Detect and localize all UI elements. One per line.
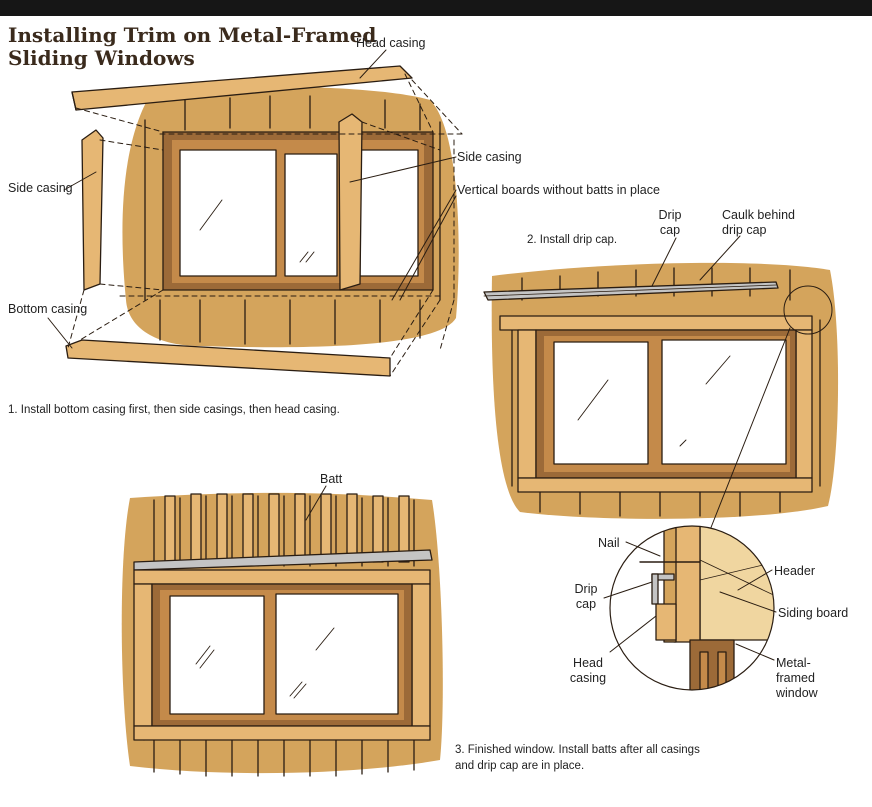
figure-1-exploded-view <box>47 49 463 377</box>
label-caulk: Caulk behind drip cap <box>722 208 795 238</box>
figure-1-glass-right <box>359 149 419 277</box>
figure-3-bottom-casing <box>133 725 431 741</box>
step-3-caption: 3. Finished window. Install batts after … <box>455 742 700 774</box>
label-head-casing-detail-line-1: Head <box>573 656 603 670</box>
label-head-casing: Head casing <box>356 36 426 50</box>
label-head-casing-detail-line-2: casing <box>569 671 607 685</box>
title-line-1: Installing Trim on Metal-Framed <box>8 23 377 47</box>
label-drip-cap-top: Drip cap <box>650 208 690 238</box>
figure-1-side-casing-right <box>338 113 363 291</box>
step-2-caption: 2. Install drip cap. <box>527 234 618 246</box>
figure-2-drip-cap <box>483 235 839 531</box>
figure-1-glass-left <box>179 149 277 277</box>
figure-3-drip-cap <box>133 549 433 571</box>
figure-3-side-casing-right <box>411 583 431 727</box>
figure-3-finished-window <box>121 485 443 777</box>
label-header: Header <box>774 564 815 578</box>
label-batt: Batt <box>320 472 343 486</box>
step-1-caption: 1. Install bottom casing first, then sid… <box>8 404 340 416</box>
label-side-casing-left: Side casing <box>8 181 73 195</box>
label-drip-cap-top-line-1: Drip <box>658 208 682 222</box>
label-siding-board: Siding board <box>778 606 849 620</box>
figure-1-siding-boards <box>144 95 441 345</box>
figure-3-head-casing <box>133 569 431 585</box>
figure-1-glass-middle <box>284 153 338 277</box>
figure-1-guide-lines <box>67 73 463 377</box>
label-head-casing-detail: Head casing <box>564 656 612 686</box>
figure-2-side-casing-left <box>517 329 537 479</box>
figure-3-batts <box>164 493 410 563</box>
figure-2-drip-cap-metal <box>483 281 779 301</box>
figure-1-bottom-casing <box>65 339 391 377</box>
label-metal-window-line-3: window <box>776 686 818 700</box>
figure-2-side-casing-right <box>795 329 813 479</box>
label-metal-window-line-2: framed <box>776 671 815 685</box>
label-metal-window: Metal- framed window <box>776 656 818 701</box>
label-bottom-casing: Bottom casing <box>8 302 88 316</box>
figure-3-side-casing-left <box>133 583 153 727</box>
figure-1-side-casing-left <box>81 129 104 291</box>
label-nail: Nail <box>598 536 620 550</box>
label-drip-cap-detail-line-1: Drip <box>574 582 598 596</box>
detail-circle-outline <box>609 525 775 691</box>
label-caulk-line-1: Caulk behind <box>722 208 795 222</box>
page-title: Installing Trim on Metal-Framed Sliding … <box>8 24 376 70</box>
label-side-casing-right: Side casing <box>457 150 522 164</box>
detail-header <box>699 526 774 641</box>
label-vertical-boards: Vertical boards without batts in place <box>457 183 660 197</box>
label-metal-window-line-1: Metal- <box>776 656 811 670</box>
label-drip-cap-detail: Drip cap <box>566 582 606 612</box>
step-3-caption-line-1: 3. Finished window. Install batts after … <box>455 744 700 756</box>
detail-section <box>603 525 777 691</box>
label-drip-cap-detail-line-2: cap <box>575 597 597 611</box>
step-3-caption-line-2: and drip cap are in place. <box>455 760 585 772</box>
figure-1-leader-lines <box>47 49 457 349</box>
detail-head-casing <box>655 603 677 641</box>
figure-3-glass-right <box>275 593 399 715</box>
detail-metal-window <box>689 639 735 690</box>
figure-2-head-casing <box>499 315 813 331</box>
figure-2-bottom-casing <box>517 477 813 493</box>
detail-leader-lines <box>603 541 777 661</box>
label-caulk-line-2: drip cap <box>722 223 767 237</box>
label-drip-cap-top-line-2: cap <box>659 223 681 237</box>
top-bar <box>0 0 872 16</box>
detail-siding-board <box>673 526 701 643</box>
title-line-2: Sliding Windows <box>8 46 195 70</box>
figure-3-glass-left <box>169 595 265 715</box>
figure-2-glass-left <box>553 341 649 465</box>
figure-2-callout-circle <box>783 285 833 335</box>
